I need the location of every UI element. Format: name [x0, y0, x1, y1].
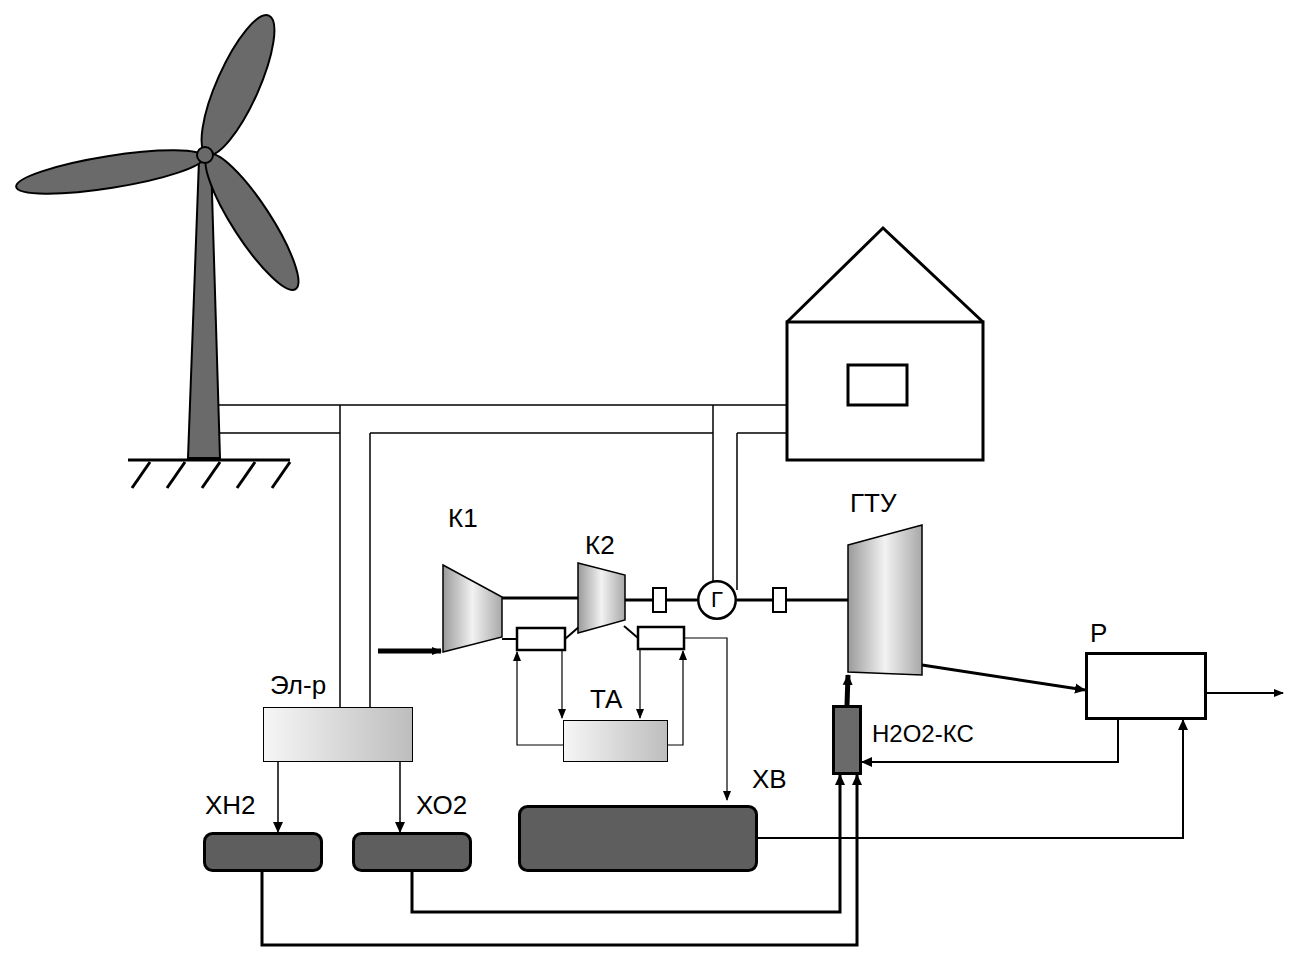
part-label: Г — [711, 589, 723, 611]
heat-accumulator-shape — [563, 720, 668, 762]
product-outlet-arrow — [1207, 692, 1283, 694]
hydrogen-storage: ХН2 — [203, 832, 323, 872]
separator-shape — [1085, 652, 1207, 720]
compressor: К2 — [578, 563, 625, 633]
compressor-shape — [443, 565, 502, 652]
power-bus — [219, 405, 787, 707]
gas-turbine: ГТУ — [848, 525, 922, 675]
heat-accumulator: ТА — [563, 720, 668, 762]
compressor-shape — [578, 563, 625, 633]
combustion-chamber: H2O2-КС — [832, 705, 862, 775]
gas-turbine-shape — [848, 525, 922, 675]
flow-connector — [412, 775, 840, 912]
part-label: Эл-р — [270, 672, 326, 698]
part-label: Р — [1090, 620, 1107, 646]
flow-connector — [737, 599, 848, 602]
cooling-loop — [517, 638, 727, 800]
part-label: К1 — [448, 505, 478, 531]
flow-connector — [862, 720, 1118, 762]
separator: Р — [1085, 652, 1207, 720]
coupling — [653, 588, 666, 612]
air-inlet-arrow — [378, 649, 441, 654]
hydrogen-storage-shape — [203, 832, 323, 872]
oxygen-storage: ХО2 — [352, 832, 472, 872]
generator: Г — [697, 580, 737, 620]
water-storage: ХВ — [518, 805, 758, 872]
wind-turbine — [14, 7, 312, 458]
flow-connector — [758, 720, 1183, 838]
electrolyzer-shape — [263, 707, 413, 762]
flow-connector — [922, 665, 1085, 690]
house — [787, 228, 983, 460]
flow-connector — [399, 762, 401, 832]
part-label: ТА — [590, 686, 622, 712]
part-label: ГТУ — [850, 490, 896, 516]
part-label: ХН2 — [205, 792, 256, 818]
part-label: ХО2 — [416, 792, 467, 818]
part-label: ХВ — [752, 766, 787, 792]
water-storage-shape — [518, 805, 758, 872]
ground — [128, 460, 290, 488]
combustion-chamber-shape — [832, 705, 862, 775]
oxygen-storage-shape — [352, 832, 472, 872]
flow-connector — [262, 775, 857, 945]
part-label: H2O2-КС — [872, 722, 974, 746]
heat-exchanger — [517, 627, 684, 650]
electrolyzer: Эл-р — [263, 707, 413, 762]
flow-connector — [847, 675, 848, 705]
flow-connector — [277, 762, 279, 832]
coupling — [773, 588, 786, 612]
flow-connector — [502, 597, 578, 600]
compressor: К1 — [443, 565, 502, 652]
part-label: К2 — [585, 532, 615, 558]
